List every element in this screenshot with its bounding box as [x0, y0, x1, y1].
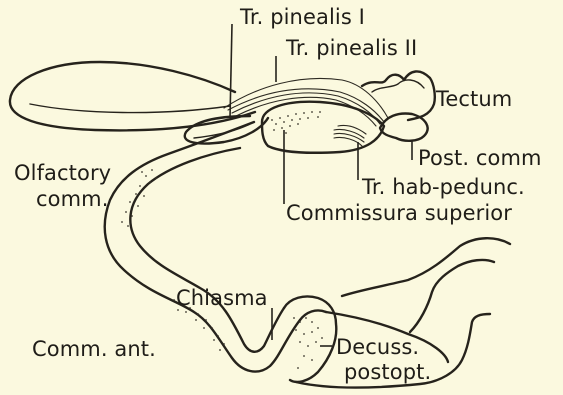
midbrain-inner	[410, 260, 494, 332]
pineal-sac-outline	[10, 62, 255, 130]
label-tr-hab-pedunc: Tr. hab-pedunc.	[362, 176, 525, 198]
label-tr-pinealis-2: Tr. pinealis II	[286, 37, 417, 59]
label-olfactory-comm-line1: Olfactory	[14, 162, 111, 184]
label-comm-ant: Comm. ant.	[32, 338, 156, 360]
tr-hab-pedunc-fibers	[334, 125, 366, 146]
label-chiasma: Chiasma	[176, 287, 268, 309]
label-tectum: Tectum	[436, 88, 512, 110]
pineal-sac-inner-line	[30, 104, 230, 113]
brain-wall-inner	[130, 148, 284, 352]
postoptic-outer	[300, 310, 326, 320]
label-olfactory-comm-line2: comm.	[36, 188, 108, 210]
label-tr-pinealis-1: Tr. pinealis I	[240, 6, 365, 28]
label-post-comm: Post. comm	[418, 147, 542, 169]
chiasma-ridge	[284, 296, 336, 381]
label-decuss-postopt-line1: Decuss.	[336, 336, 419, 358]
label-decuss-postopt-line2: postopt.	[344, 361, 431, 383]
commissura-superior-dots	[271, 111, 321, 134]
label-commissura-superior: Commissura superior	[286, 202, 512, 224]
posterior-commissure-knob	[380, 114, 428, 141]
midbrain-outline	[342, 238, 510, 296]
leader-tr-pinealis-1	[230, 24, 232, 118]
tectum-outline	[362, 71, 435, 120]
